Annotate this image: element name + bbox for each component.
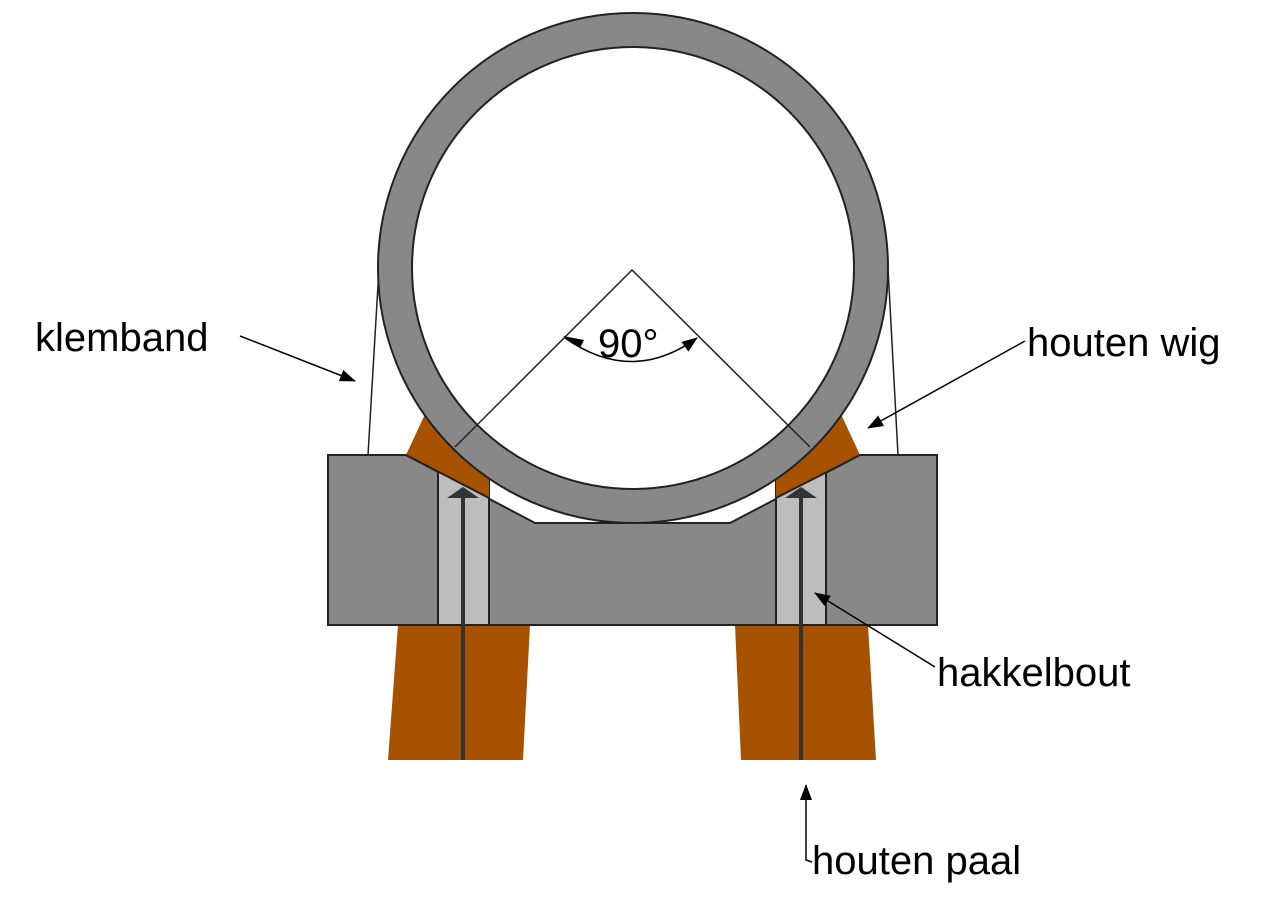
hakkelbout-leader <box>814 592 936 668</box>
label-klemband: klemband <box>35 316 208 360</box>
angle-arc <box>564 337 698 363</box>
right-wooden-wedge <box>776 412 860 498</box>
angle-lines <box>454 268 811 448</box>
right-wooden-post <box>735 625 876 760</box>
label-houten-paal: houten paal <box>812 839 1021 883</box>
klemband-leader <box>239 335 356 382</box>
houten-paal-leader <box>800 784 813 863</box>
angle-label: 90° <box>598 322 659 366</box>
left-wooden-wedge <box>406 412 489 498</box>
houten-wig-leader <box>867 340 1026 429</box>
label-hakkelbout: hakkelbout <box>937 651 1130 695</box>
pipe-ring <box>376 12 890 524</box>
label-houten-wig: houten wig <box>1027 321 1220 365</box>
steel-saddle-block <box>327 454 938 626</box>
left-hook-bolt <box>447 487 479 760</box>
clamp-band-right <box>887 267 899 456</box>
left-wooden-post <box>388 625 530 760</box>
clamp-band-left <box>367 267 380 456</box>
right-hook-bolt <box>785 487 817 760</box>
